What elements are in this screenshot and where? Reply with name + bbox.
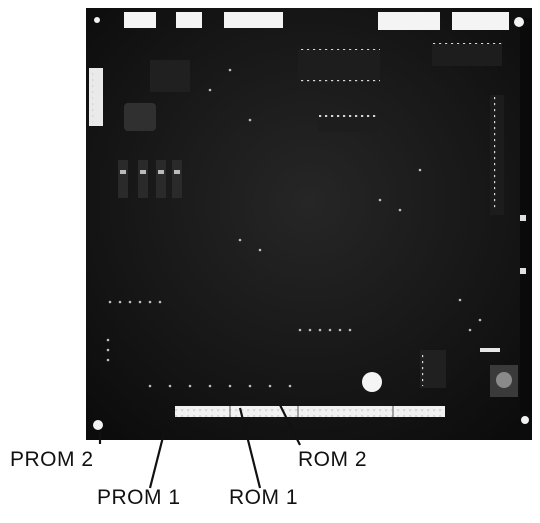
ic-chips <box>150 40 504 388</box>
components <box>118 103 526 397</box>
rom-socket-strip <box>175 406 445 417</box>
solder-points <box>106 68 482 388</box>
left-pin-header <box>89 68 103 126</box>
rom1-label: ROM 1 <box>229 486 299 509</box>
battery-cell <box>362 372 382 392</box>
top-edge-connectors <box>124 12 509 30</box>
leader-lines <box>98 404 301 489</box>
prom2-label: PROM 2 <box>10 448 94 471</box>
prom1-label: PROM 1 <box>97 486 181 509</box>
mounting-holes <box>93 17 529 430</box>
rom2-label: ROM 2 <box>298 448 368 471</box>
